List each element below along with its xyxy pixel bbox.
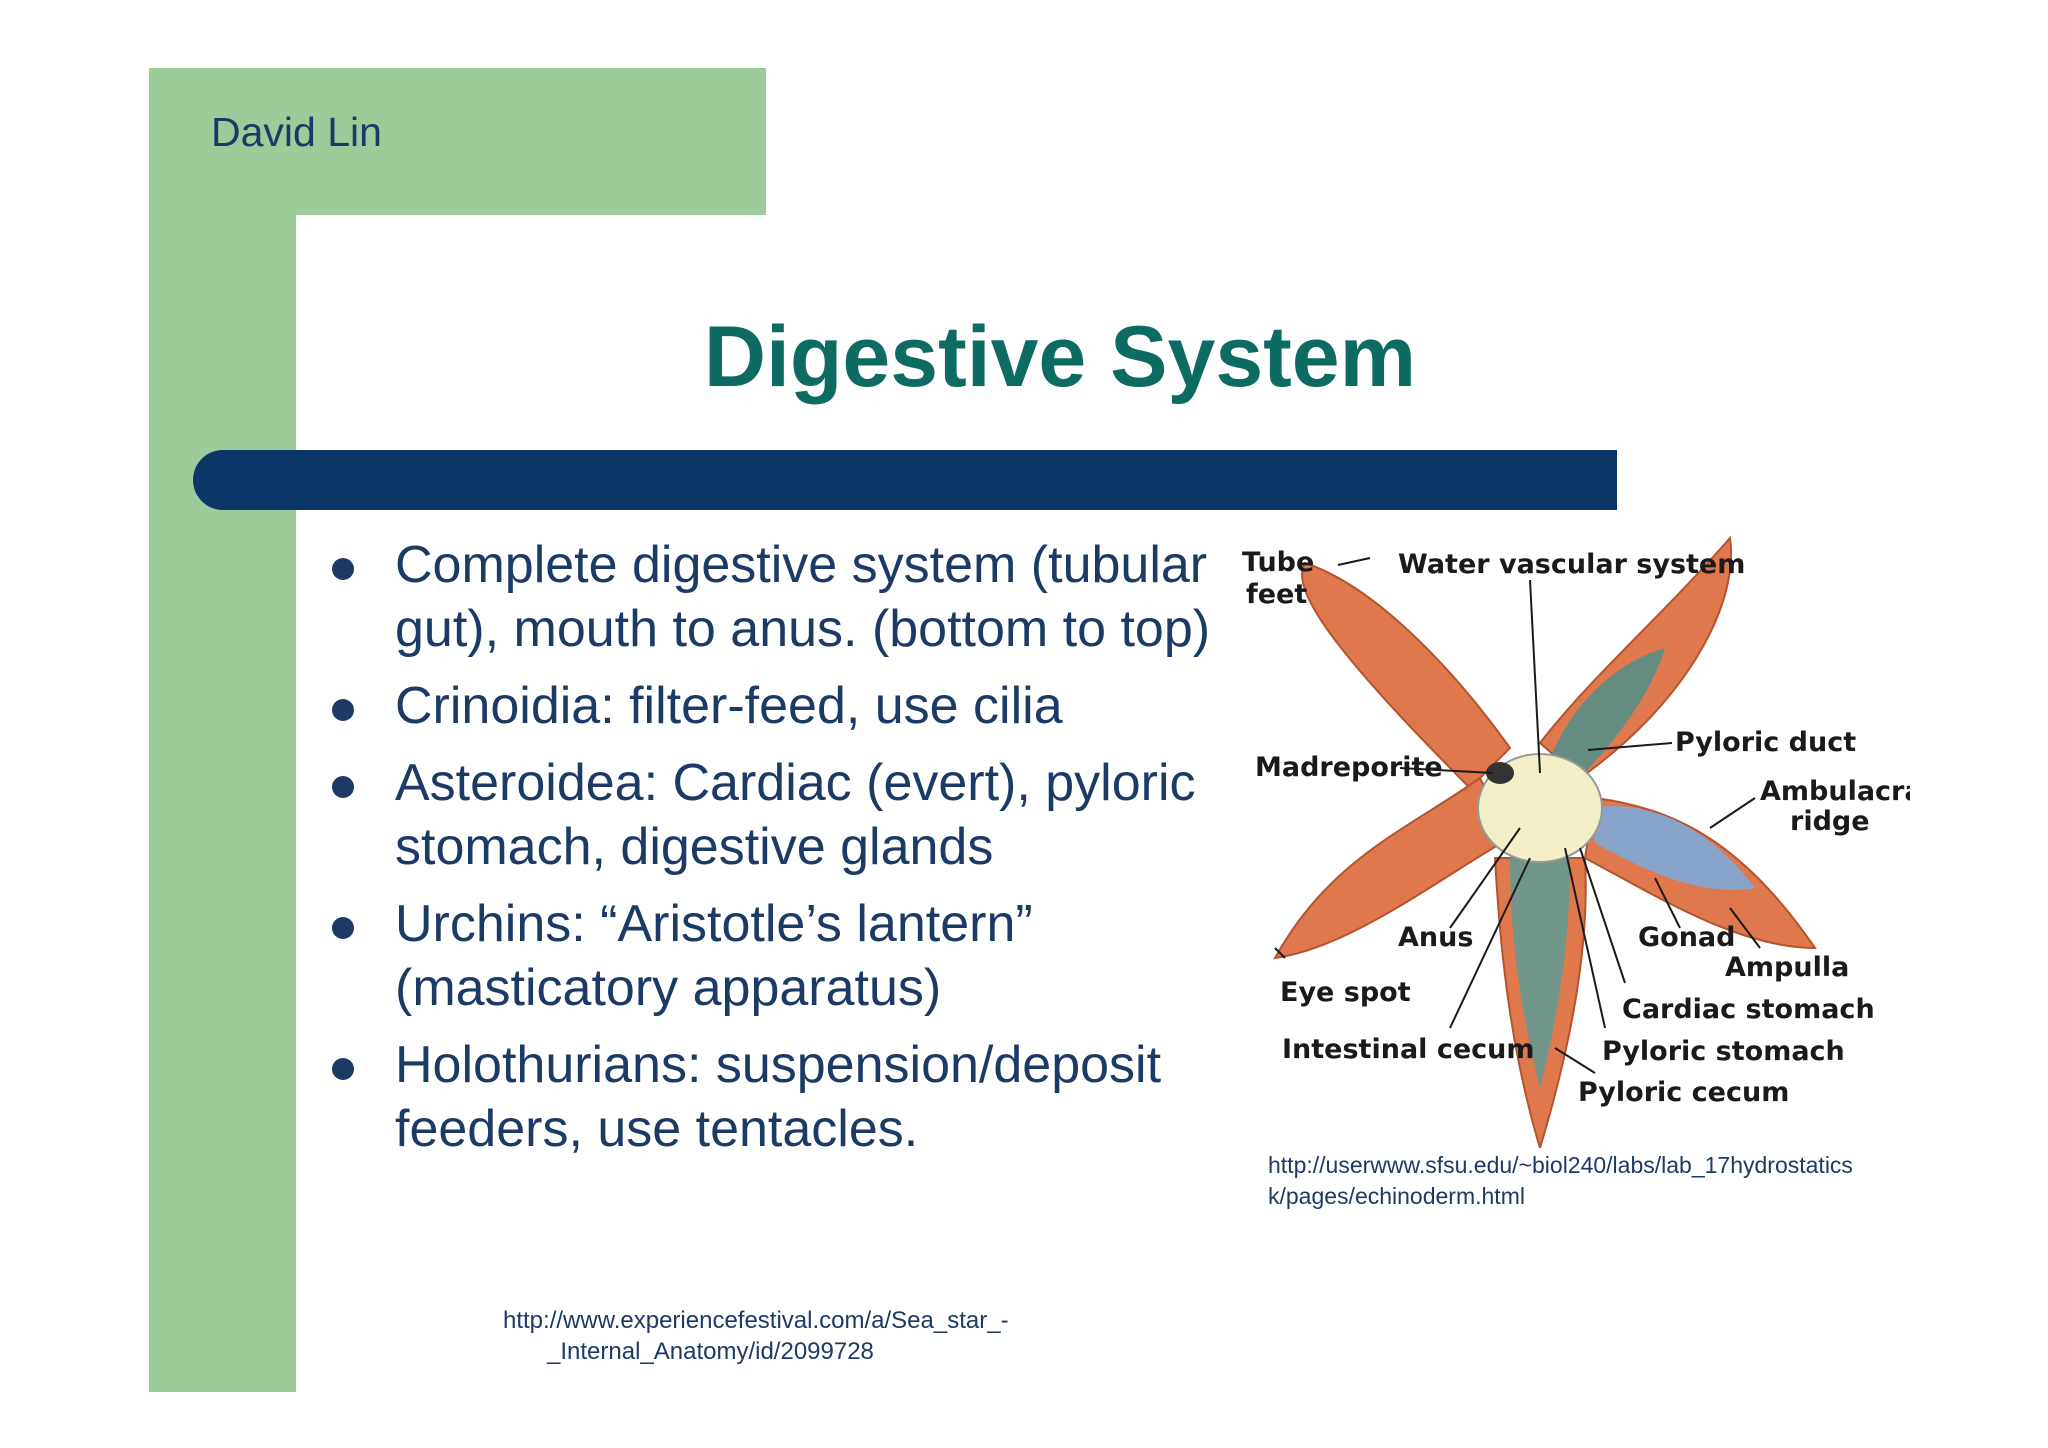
label-pyloric-stomach: Pyloric stomach [1602, 1036, 1845, 1067]
title-underline-bar [193, 450, 1617, 510]
label-ampulla: Ampulla [1725, 952, 1849, 983]
source-link-right-line1: http://userwww.sfsu.edu/~biol240/labs/la… [1268, 1152, 1853, 1178]
bullet-item: Urchins: “Aristotle’s lantern” (masticat… [320, 892, 1220, 1020]
label-ridge: ridge [1790, 806, 1870, 837]
source-link-left[interactable]: http://www.experiencefestival.com/a/Sea_… [503, 1305, 1009, 1367]
bullet-item: Complete digestive system (tubular gut),… [320, 533, 1220, 661]
bullet-dot-icon [332, 1058, 354, 1080]
bullet-dot-icon [332, 917, 354, 939]
label-eye-spot: Eye spot [1280, 977, 1411, 1008]
leader-lines [1274, 557, 1761, 1074]
label-madreporite: Madreporite [1255, 752, 1443, 783]
author-name: David Lin [211, 109, 382, 155]
bullet-dot-icon [332, 558, 354, 580]
slide-title: Digestive System [703, 309, 1417, 405]
content-corner [296, 215, 426, 345]
bullet-dot-icon [332, 776, 354, 798]
label-tube: Tube [1242, 547, 1314, 578]
label-water-vascular-system: Water vascular system [1398, 549, 1745, 580]
bullet-dot-icon [332, 699, 354, 721]
arm-left [1273, 776, 1512, 960]
source-link-right-line2: k/pages/echinoderm.html [1268, 1183, 1525, 1209]
label-feet: feet [1246, 579, 1307, 610]
bullet-item: Asteroidea: Cardiac (evert), pyloric sto… [320, 751, 1220, 879]
internal-organs [1477, 648, 1755, 1088]
green-side-column [149, 215, 296, 1392]
label-cardiac-stomach: Cardiac stomach [1622, 994, 1875, 1025]
bullet-text: Holothurians: suspension/deposit feeders… [395, 1036, 1162, 1158]
digestive-gland-upper [1550, 648, 1665, 788]
bullet-list: Complete digestive system (tubular gut),… [320, 533, 1220, 1174]
label-ambulacral: Ambulacral [1760, 776, 1910, 807]
bullet-text: Asteroidea: Cardiac (evert), pyloric sto… [395, 754, 1196, 876]
label-pyloric-duct: Pyloric duct [1675, 727, 1856, 758]
green-header-block [149, 68, 766, 215]
source-link-right[interactable]: http://userwww.sfsu.edu/~biol240/labs/la… [1268, 1150, 1853, 1212]
source-link-left-line1: http://www.experiencefestival.com/a/Sea_… [503, 1307, 1009, 1334]
digestive-gland-right [1590, 806, 1755, 890]
arm-upper-left [1301, 561, 1512, 790]
bullet-text: Urchins: “Aristotle’s lantern” (masticat… [395, 895, 1033, 1017]
digestive-gland-bottom [1510, 858, 1570, 1088]
label-gonad: Gonad [1638, 922, 1735, 953]
bullet-text: Complete digestive system (tubular gut),… [395, 536, 1211, 658]
source-link-left-line2: _Internal_Anatomy/id/2099728 [547, 1338, 874, 1365]
label-pyloric-cecum: Pyloric cecum [1578, 1077, 1789, 1108]
label-intestinal-cecum: Intestinal cecum [1282, 1034, 1535, 1065]
sea-star-anatomy-diagram: Tube feet Water vascular system Madrepor… [1242, 535, 1910, 1148]
label-anus: Anus [1398, 922, 1473, 953]
bullet-text: Crinoidia: filter-feed, use cilia [395, 677, 1063, 735]
madreporite-plate [1486, 762, 1514, 784]
bullet-item: Crinoidia: filter-feed, use cilia [320, 674, 1220, 738]
bullet-item: Holothurians: suspension/deposit feeders… [320, 1033, 1220, 1161]
